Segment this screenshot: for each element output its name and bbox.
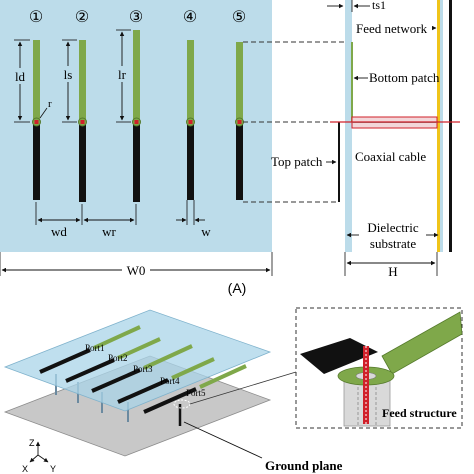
element-4-black-strip: [187, 122, 194, 200]
element-1-green-strip: [33, 40, 40, 122]
lr-label: lr: [118, 67, 127, 82]
r-label: r: [48, 98, 52, 110]
element-3-green-strip: [133, 30, 140, 122]
element-4-feed-point: [188, 120, 193, 124]
element-5-green-strip: [236, 42, 243, 122]
x-axis-label: X: [22, 464, 28, 474]
element-5-feed-point: [237, 120, 242, 124]
element-3-feed-point: [134, 120, 139, 124]
perspective-substrate: [3, 309, 272, 412]
perspective-black-strip-1: [39, 348, 91, 374]
element-5-black-strip: [236, 122, 243, 200]
perspective-black-strip-2: [65, 358, 115, 383]
element-number-3: ③: [129, 9, 143, 26]
ground-plane-label: Ground plane: [265, 458, 343, 473]
element-1-black-strip: [33, 122, 40, 200]
perspective-green-strip-4: [171, 357, 215, 380]
y-axis: [37, 454, 49, 463]
element-1-feed-point: [34, 120, 39, 124]
element-number-4: ④: [183, 9, 197, 26]
port2-label: Port2: [108, 353, 128, 363]
w-label: w: [201, 224, 211, 239]
perspective-green-strip-1: [93, 325, 141, 350]
r-leader-line: [39, 107, 48, 119]
perspective-black-strip-4: [117, 378, 169, 404]
perspective-black-strip-3: [91, 368, 141, 393]
bottom-patch-strip: [351, 42, 353, 122]
coaxial-cable-label: Coaxial cable: [355, 149, 426, 164]
feed-structure-label: Feed structure: [382, 406, 457, 420]
element-2-green-strip: [79, 40, 86, 122]
top-patch-strip: [338, 122, 340, 202]
z-axis-label: Z: [29, 438, 35, 448]
element-number-5: ⑤: [232, 9, 246, 26]
top-patch-label: Top patch: [271, 154, 323, 169]
wr-label: wr: [102, 224, 116, 239]
port1-label: Port1: [85, 343, 105, 353]
port5-label: Port5: [186, 388, 206, 398]
perspective-green-strip-3: [143, 344, 193, 370]
H-label: H: [388, 264, 397, 279]
bottom-patch-label: Bottom patch: [369, 70, 440, 85]
perspective-black-strip-5: [143, 387, 197, 414]
dielectric-label-line2: substrate: [370, 236, 416, 251]
y-axis-label: Y: [50, 464, 56, 474]
feed-green-patch: [381, 311, 463, 375]
ground-strip: [449, 0, 452, 252]
feed-network-label: Feed network: [356, 21, 428, 36]
perspective-green-strip-2: [117, 337, 161, 360]
ts1-label: ts1: [372, 0, 386, 12]
element-3-black-strip: [133, 122, 140, 202]
wd-label: wd: [51, 224, 67, 239]
feed-network-strip: [437, 0, 440, 252]
element-2-black-strip: [79, 122, 86, 202]
element-2-feed-point: [80, 120, 85, 124]
port3-label: Port3: [133, 364, 153, 374]
element-4-green-strip: [187, 40, 194, 122]
port4-label: Port4: [160, 376, 180, 386]
caption-a: (A): [228, 280, 247, 296]
perspective-green-strip-5: [199, 364, 247, 389]
ld-label: ld: [15, 69, 26, 84]
element-number-1: ①: [29, 9, 43, 26]
dielectric-label-line1: Dielectric: [367, 220, 418, 235]
feed-black-patch: [300, 338, 378, 374]
ls-label: ls: [64, 67, 73, 82]
zoom-connector: [189, 371, 297, 405]
element-number-2: ②: [75, 9, 89, 26]
x-axis: [29, 454, 39, 463]
feed-probe: [363, 346, 369, 424]
W0-label: W0: [127, 263, 146, 278]
ground-plane-leader: [183, 421, 263, 459]
